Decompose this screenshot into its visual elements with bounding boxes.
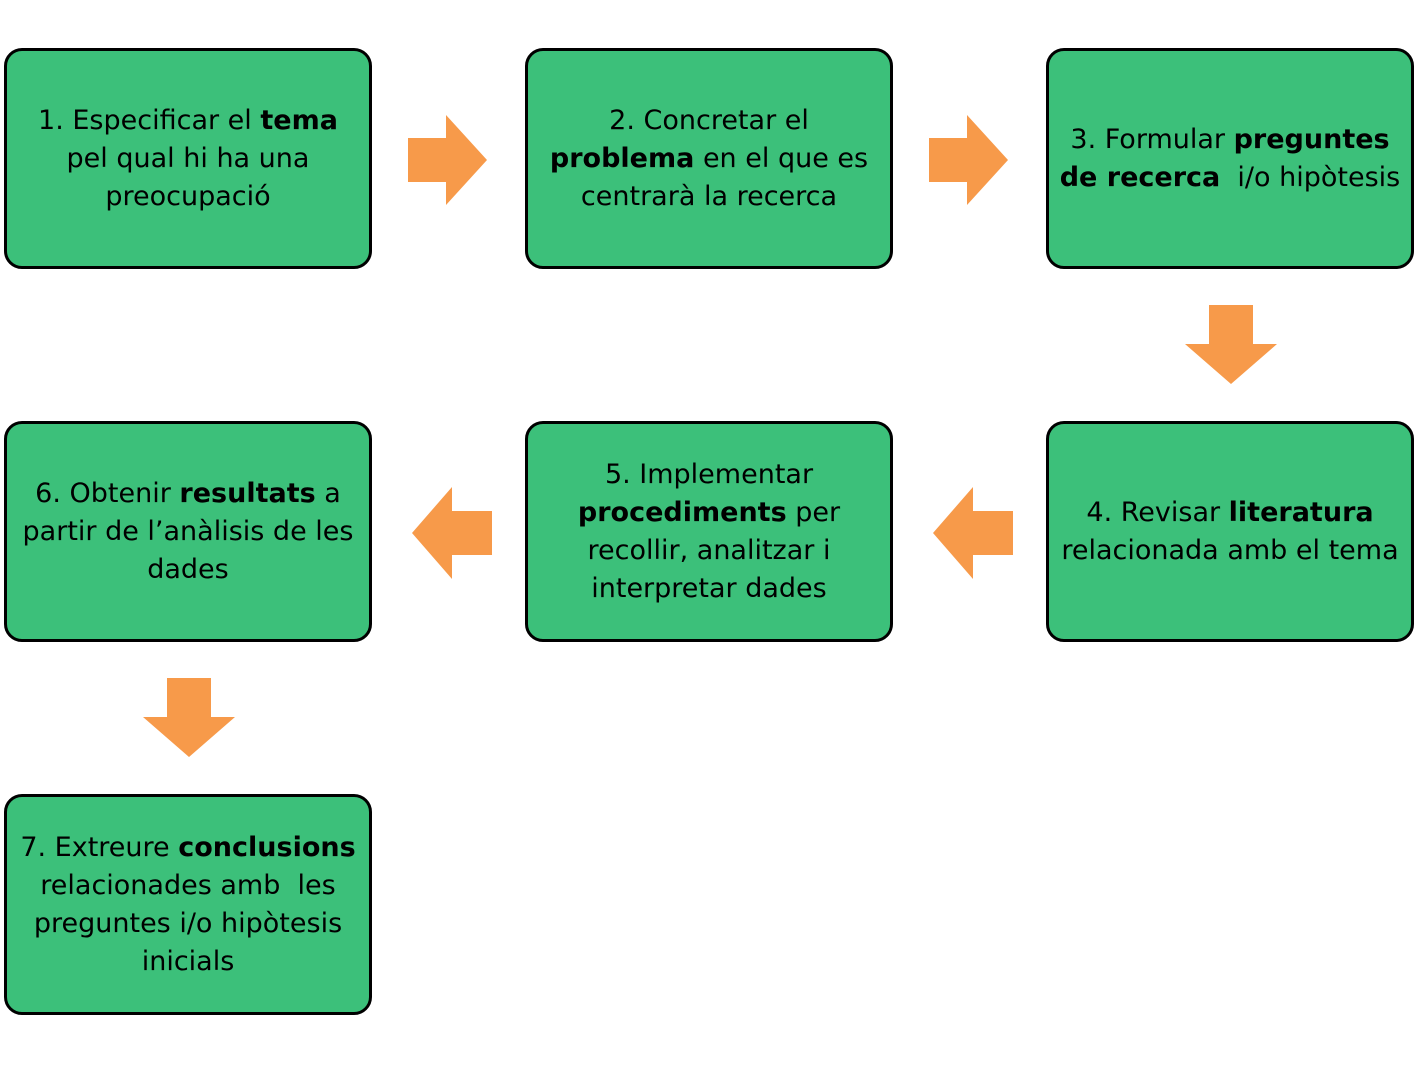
step-3-keyword: preguntes de recerca	[1059, 123, 1390, 193]
arrow-down-icon	[1185, 305, 1277, 385]
step-1-keyword: tema	[260, 104, 338, 136]
step-box-2: 2. Concretar el problema en el que es ce…	[525, 48, 893, 269]
step-3-text: 3. Formular preguntes de recerca i/o hip…	[1059, 123, 1401, 193]
step-box-7: 7. Extreure conclusions relacionades amb…	[4, 794, 372, 1015]
step-5-keyword: procediments	[577, 496, 787, 528]
step-box-4: 4. Revisar literatura relacionada amb el…	[1046, 421, 1414, 642]
step-7-keyword: conclusions	[178, 831, 356, 863]
arrow-left-icon	[933, 487, 1013, 579]
arrow-right-icon	[929, 115, 1009, 205]
step-4-text: 4. Revisar literatura relacionada amb el…	[1061, 496, 1399, 566]
arrow-down-icon	[143, 678, 235, 758]
step-5-text: 5. Implementar procediments per recollir…	[577, 458, 841, 604]
step-6-text: 6. Obtenir resultats a partir de l’anàli…	[22, 477, 354, 585]
step-2-keyword: problema	[549, 142, 695, 174]
step-box-6: 6. Obtenir resultats a partir de l’anàli…	[4, 421, 372, 642]
step-7-text: 7. Extreure conclusions relacionades amb…	[20, 831, 365, 977]
arrow-left-icon	[412, 487, 492, 579]
step-4-keyword: literatura	[1228, 496, 1374, 528]
step-1-text: 1. Especificar el tema pel qual hi ha un…	[38, 104, 338, 212]
arrow-right-icon	[408, 115, 488, 205]
step-box-5: 5. Implementar procediments per recollir…	[525, 421, 893, 642]
step-box-3: 3. Formular preguntes de recerca i/o hip…	[1046, 48, 1414, 269]
step-6-keyword: resultats	[179, 477, 316, 509]
step-2-text: 2. Concretar el problema en el que es ce…	[549, 104, 869, 212]
step-box-1: 1. Especificar el tema pel qual hi ha un…	[4, 48, 372, 269]
